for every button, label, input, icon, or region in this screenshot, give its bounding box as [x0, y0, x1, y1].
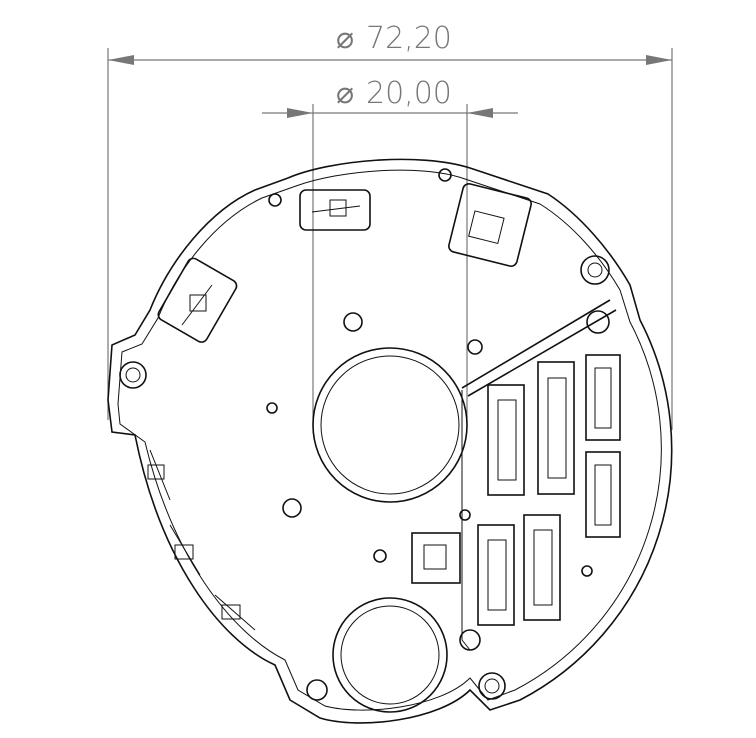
- board-edge-line: [461, 390, 471, 651]
- connector: [585, 451, 621, 538]
- pcb-board: [107, 158, 673, 724]
- mounting-hole: [580, 255, 610, 285]
- mounting-hole: [484, 678, 500, 694]
- via-hole: [581, 565, 593, 577]
- connector-pocket: [157, 257, 238, 343]
- connector: [585, 354, 621, 441]
- arrow-right: [646, 55, 672, 65]
- mounting-hole: [125, 367, 141, 383]
- via-hole: [268, 193, 282, 207]
- board-outline: [107, 158, 673, 724]
- outer-diameter-dimension: ⌀ 72,20: [107, 21, 673, 430]
- connector-inner: [547, 377, 567, 479]
- connector-pocket: [448, 183, 532, 267]
- outer-diameter-value: 72,20: [366, 21, 452, 56]
- outer-diameter-symbol: ⌀: [336, 21, 354, 56]
- bottom-hole-inner: [340, 605, 440, 705]
- mounting-hole: [478, 672, 506, 700]
- via-hole: [282, 498, 302, 518]
- connector: [537, 361, 575, 495]
- center-hole-inner: [320, 355, 460, 495]
- inner-diameter-symbol: ⌀: [336, 76, 354, 111]
- via-hole: [459, 509, 471, 521]
- component-footprint: [147, 449, 171, 501]
- connector-inner: [594, 367, 612, 429]
- arrow-left: [287, 108, 313, 118]
- component-footprint: [311, 199, 361, 217]
- via-hole: [373, 549, 387, 563]
- connector: [477, 524, 515, 626]
- bottom-hole: [332, 597, 448, 713]
- via-hole: [343, 312, 363, 332]
- connector-inner: [497, 399, 517, 481]
- mounting-hole: [306, 679, 328, 701]
- mounting-hole: [586, 310, 610, 334]
- center-hole: [312, 347, 468, 503]
- arrow-left: [108, 55, 134, 65]
- connector-inner: [533, 529, 553, 606]
- mounting-hole: [587, 262, 603, 278]
- board-inner-outline: [117, 169, 662, 711]
- component-footprint: [468, 210, 505, 245]
- component-footprint: [169, 524, 201, 576]
- mounting-hole: [459, 629, 481, 651]
- component-footprint: [181, 284, 213, 326]
- component: [411, 532, 461, 584]
- via-hole: [467, 339, 483, 355]
- inner-diameter-value: 20,00: [366, 76, 452, 111]
- connector: [523, 514, 561, 621]
- component-inner: [423, 544, 447, 570]
- arrow-right: [467, 108, 493, 118]
- via-hole: [438, 168, 452, 182]
- connector-inner: [594, 464, 612, 526]
- connector-inner: [487, 539, 507, 611]
- connector: [487, 384, 525, 496]
- component-footprint: [214, 594, 256, 631]
- mounting-hole: [119, 361, 147, 389]
- inner-diameter-dimension: ⌀ 20,00: [262, 76, 518, 425]
- board-split-line: [461, 299, 617, 397]
- connector-pocket: [299, 189, 371, 231]
- via-hole: [266, 402, 278, 414]
